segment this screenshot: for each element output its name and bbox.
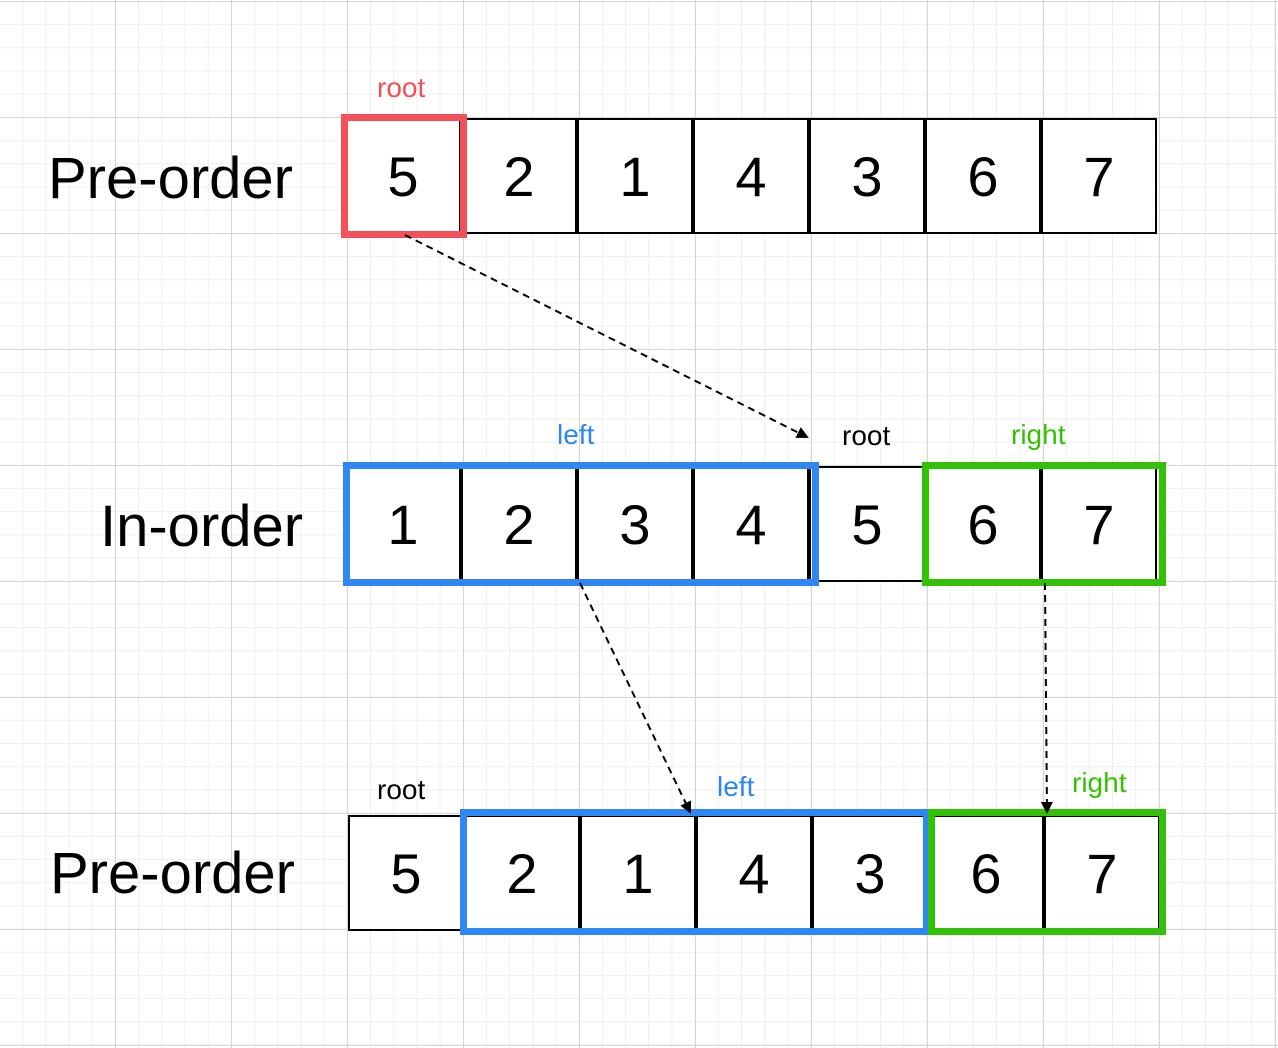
preorder-bottom-cell-2: 1 [580,815,696,931]
row-label-inorder: In-order [100,494,304,559]
arrow-root-to-inorder [404,234,809,438]
tag-root-preorder-bottom: root [377,774,426,805]
row-label-preorder-top: Pre-order [48,146,293,211]
root-highlight-frame-top [341,114,467,238]
preorder-top-cell-4: 3 [809,118,925,234]
preorder-bottom-cell-4: 3 [812,815,928,931]
inorder-cell-6: 7 [1041,466,1157,582]
preorder-top-cell-5: 6 [925,118,1041,234]
left-subtree-frame-preorder [460,809,930,935]
left-subtree-frame-inorder [343,462,819,586]
inorder-cell-5: 6 [925,466,1041,582]
row-label-preorder-bottom: Pre-order [50,841,295,906]
tag-left-preorder-bottom: left [717,771,755,802]
preorder-bottom-cell-0: 5 [348,815,464,931]
preorder-top-cell-3: 4 [693,118,809,234]
preorder-bottom-cell-3: 4 [696,815,812,931]
right-subtree-frame-inorder [922,462,1166,586]
preorder-top-cell-6: 7 [1041,118,1157,234]
preorder-bottom-cell-6: 7 [1044,815,1160,931]
tag-root-preorder-top: root [377,72,426,103]
arrow-right-subtree [1040,582,1053,814]
tag-left-inorder: left [557,419,595,450]
inorder-cell-1: 2 [461,466,577,582]
inorder-cell-3: 4 [693,466,809,582]
tag-right-preorder-bottom: right [1072,767,1127,798]
inorder-cell-4: 5 [809,466,925,582]
arrow-left-subtree [579,582,692,814]
tag-root-inorder: root [842,420,891,451]
inorder-cell-2: 3 [577,466,693,582]
preorder-top-cell-2: 1 [577,118,693,234]
tag-right-inorder: right [1011,419,1066,450]
